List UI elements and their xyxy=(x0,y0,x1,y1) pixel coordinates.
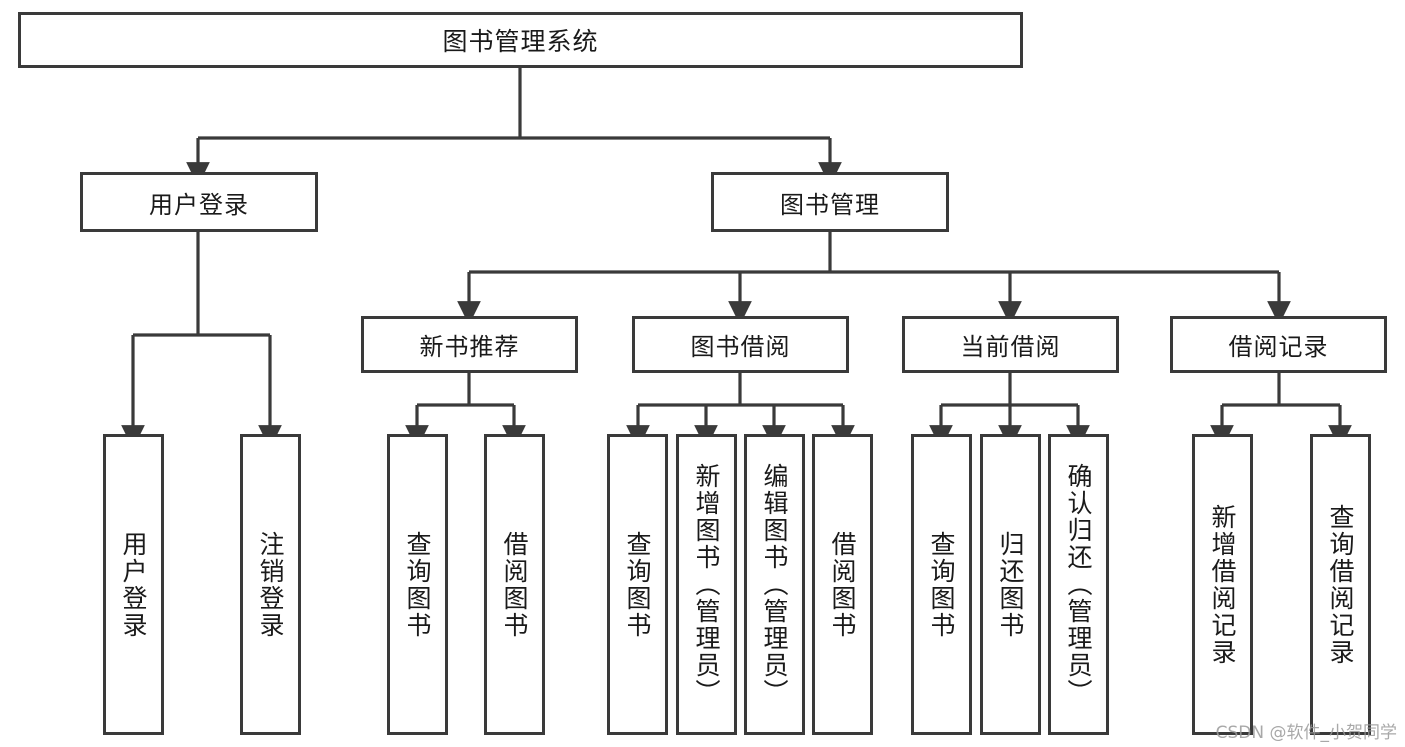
leaf-return-book[interactable]: 归还图书 xyxy=(980,434,1041,735)
leaf-user-logout[interactable]: 注销登录 xyxy=(240,434,301,735)
leaf-add-borrow-record[interactable]: 新增借阅记录 xyxy=(1192,434,1253,735)
node-book-borrow[interactable]: 图书借阅 xyxy=(632,316,849,373)
leaf-query-book-current[interactable]: 查询图书 xyxy=(911,434,972,735)
node-label: 查询图书 xyxy=(623,530,652,639)
node-label: 新增借阅记录 xyxy=(1208,503,1237,666)
node-book-manage[interactable]: 图书管理 xyxy=(711,172,949,232)
node-current-borrow[interactable]: 当前借阅 xyxy=(902,316,1119,373)
leaf-edit-book-admin[interactable]: 编辑图书（管理员） xyxy=(744,434,805,735)
node-label: 图书借阅 xyxy=(690,333,791,361)
node-label: 查询图书 xyxy=(403,530,432,639)
node-label: 图书管理 xyxy=(780,190,880,219)
watermark-text: CSDN @软件_小贺同学 xyxy=(1215,723,1397,743)
leaf-query-book-borrow[interactable]: 查询图书 xyxy=(607,434,668,735)
node-label: 当前借阅 xyxy=(960,333,1061,361)
leaf-borrow-book-recommend[interactable]: 借阅图书 xyxy=(484,434,545,735)
leaf-query-book-recommend[interactable]: 查询图书 xyxy=(387,434,448,735)
node-user-login[interactable]: 用户登录 xyxy=(80,172,318,232)
node-label: 用户登录 xyxy=(149,190,249,219)
node-label: 用户登录 xyxy=(119,530,148,639)
node-label: 编辑图书（管理员） xyxy=(760,463,789,706)
node-label: 借阅记录 xyxy=(1228,333,1329,361)
node-label: 注销登录 xyxy=(256,530,285,639)
node-label: 查询图书 xyxy=(927,530,956,639)
leaf-add-book-admin[interactable]: 新增图书（管理员） xyxy=(676,434,737,735)
node-label: 新书推荐 xyxy=(419,333,520,361)
node-new-book-recommend[interactable]: 新书推荐 xyxy=(361,316,578,373)
node-borrow-record[interactable]: 借阅记录 xyxy=(1170,316,1387,373)
node-label: 归还图书 xyxy=(996,530,1025,639)
node-label: 新增图书（管理员） xyxy=(692,463,721,706)
node-label: 查询借阅记录 xyxy=(1326,503,1355,666)
leaf-confirm-return-admin[interactable]: 确认归还（管理员） xyxy=(1048,434,1109,735)
node-label: 借阅图书 xyxy=(500,530,529,639)
leaf-user-login[interactable]: 用户登录 xyxy=(103,434,164,735)
node-label: 确认归还（管理员） xyxy=(1064,463,1093,706)
node-label: 图书管理系统 xyxy=(442,27,599,56)
node-label: 借阅图书 xyxy=(828,530,857,639)
leaf-borrow-book[interactable]: 借阅图书 xyxy=(812,434,873,735)
leaf-query-borrow-record[interactable]: 查询借阅记录 xyxy=(1310,434,1371,735)
node-root-system[interactable]: 图书管理系统 xyxy=(18,12,1023,68)
